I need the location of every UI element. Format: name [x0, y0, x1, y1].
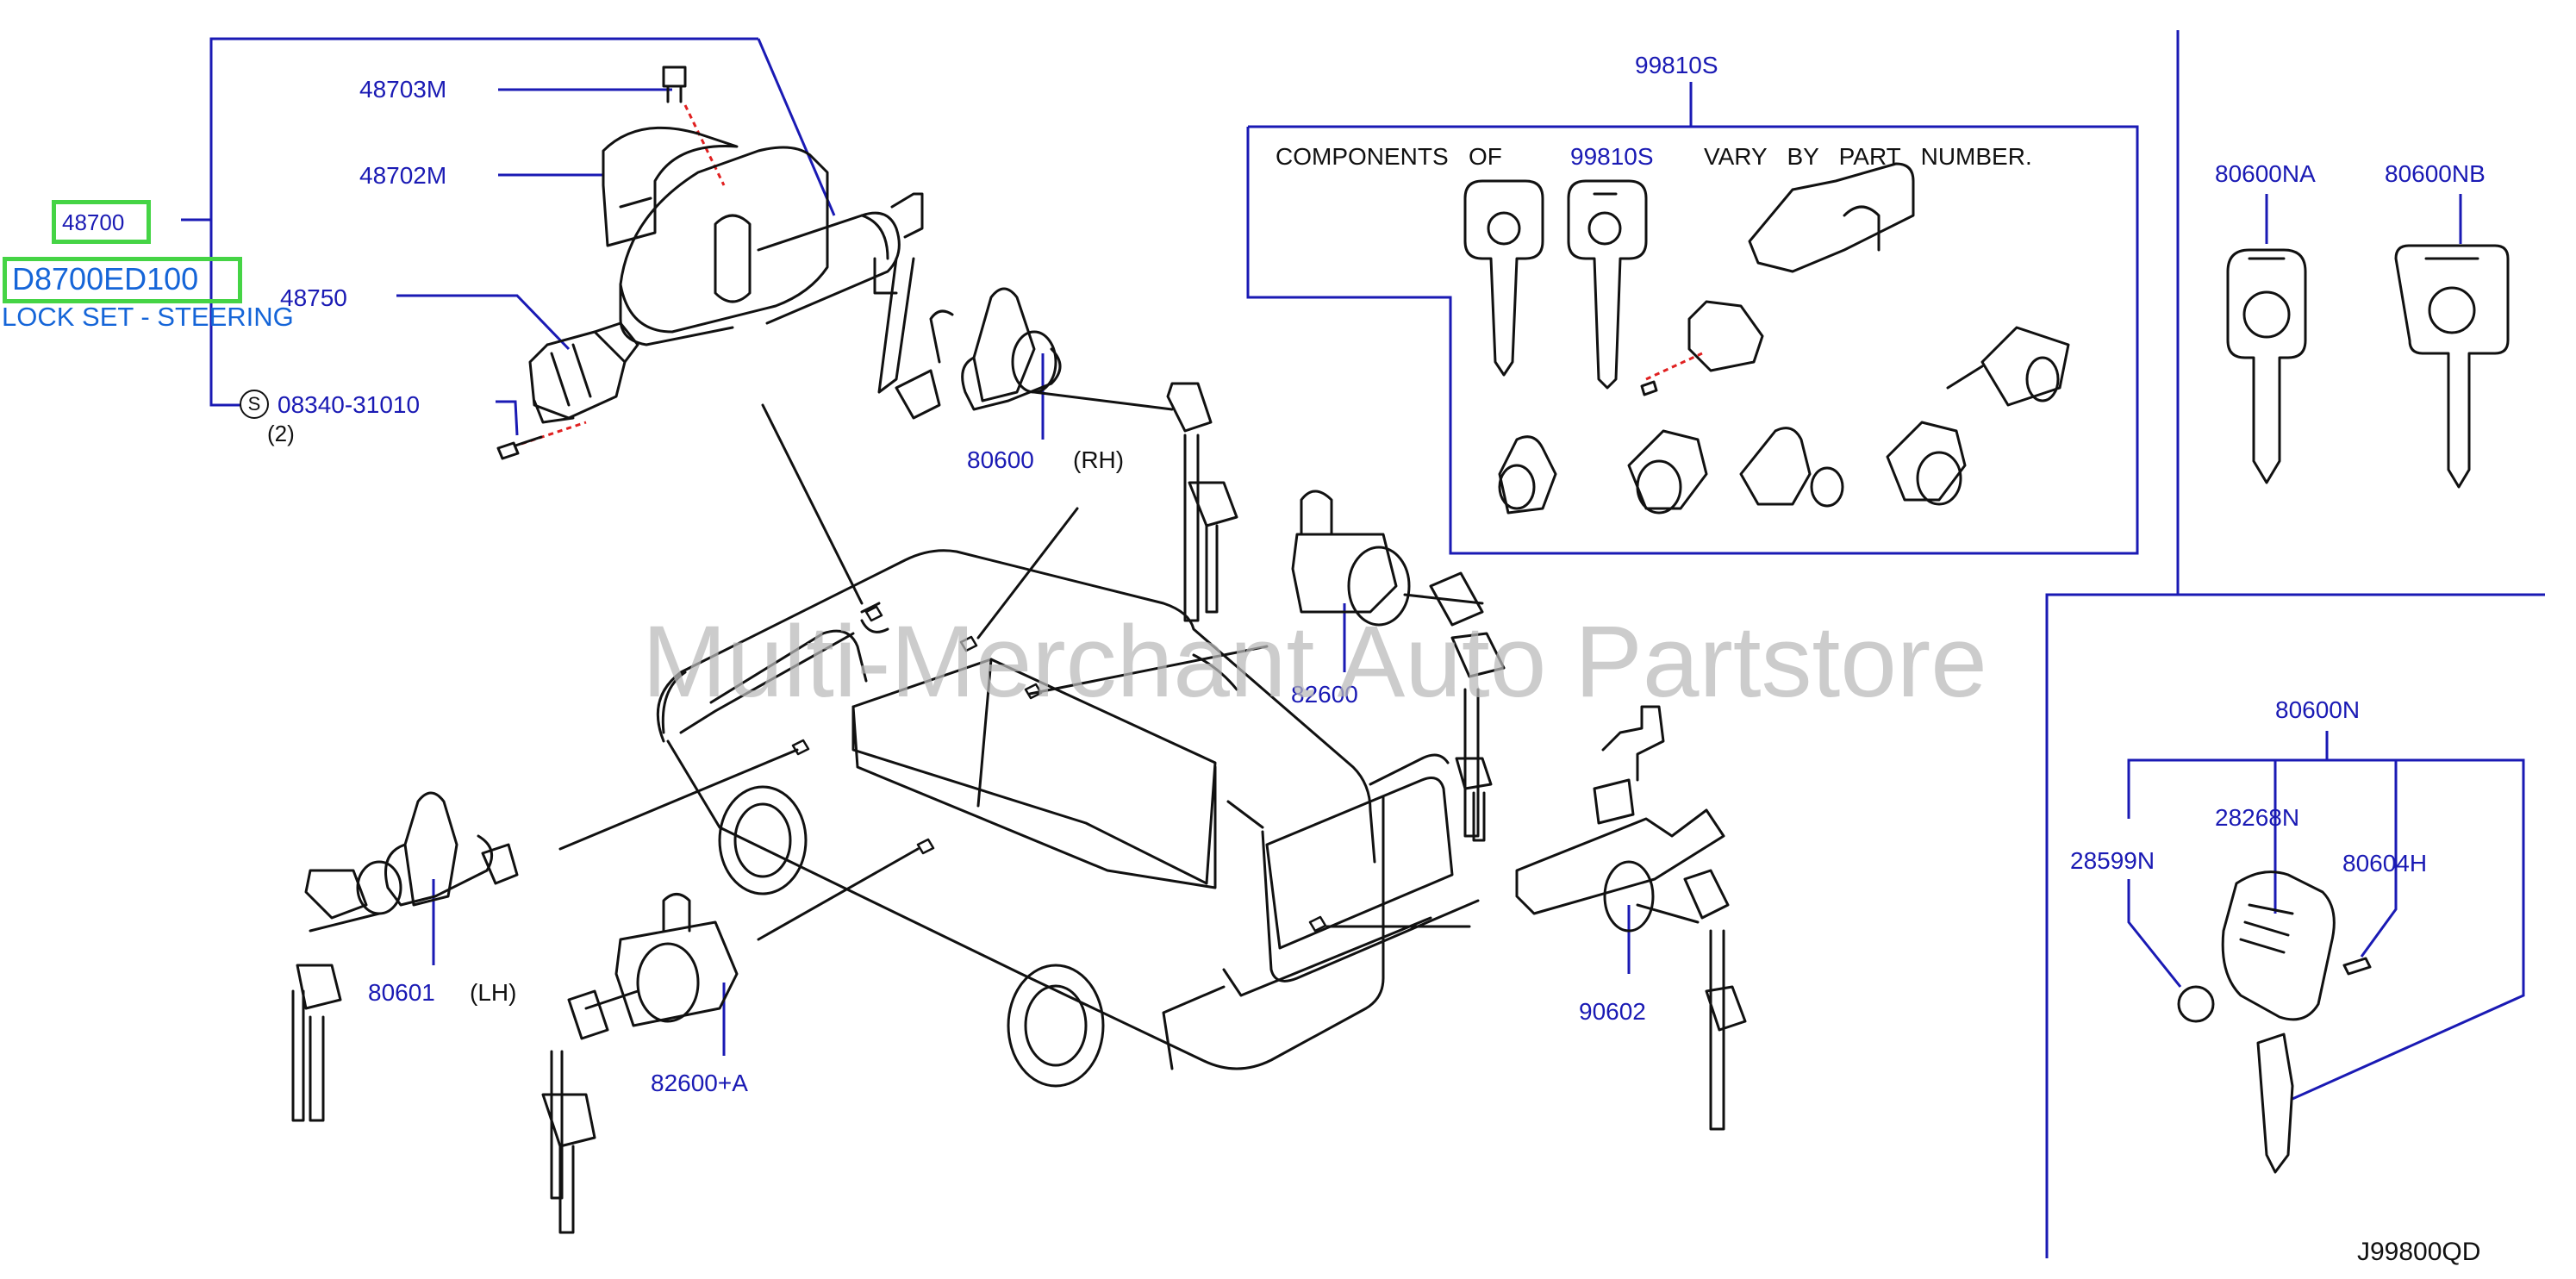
- box-99810S: [1246, 125, 2139, 555]
- callout-82600[interactable]: 82600: [1291, 681, 1358, 708]
- components-note-prefix: COMPONENTS OF: [1276, 143, 1502, 170]
- callout-48702M[interactable]: 48702M: [359, 162, 447, 189]
- door-lock-rh: [895, 287, 1238, 622]
- components-note-suffix: VARY BY PART NUMBER.: [1704, 143, 2032, 170]
- leader-08340: [496, 400, 519, 436]
- leader-80604H: [2360, 760, 2398, 958]
- selected-sku[interactable]: D8700ED100: [12, 261, 199, 296]
- standard-part-mark: S: [240, 390, 269, 419]
- callout-82600a[interactable]: 82600+A: [651, 1070, 748, 1096]
- kit-99810S: [1463, 162, 2070, 515]
- leader-lines: [181, 30, 2545, 1258]
- screw-08340: [496, 435, 543, 460]
- watermark: Multi-Merchant Auto Partstore: [642, 605, 1987, 719]
- callout-28599N[interactable]: 28599N: [2070, 847, 2155, 874]
- red-dashes: [521, 104, 1703, 446]
- callout-80600NB[interactable]: 80600NB: [2385, 160, 2486, 187]
- leader-48700-top: [757, 38, 836, 216]
- ignition-switch: [528, 321, 639, 424]
- callout-28268N[interactable]: 28268N: [2215, 804, 2300, 831]
- panel-80600N: [2045, 593, 2545, 1258]
- callout-80601[interactable]: 80601: [368, 979, 435, 1006]
- callout-48750[interactable]: 48750: [280, 284, 347, 311]
- door-lock-lh: [291, 791, 519, 1122]
- callout-08340-31010[interactable]: 08340-31010: [278, 391, 421, 418]
- line-art: [291, 66, 2510, 1234]
- leader-48750: [396, 294, 571, 351]
- leader-28599N: [2127, 879, 2182, 988]
- bracket-80600N: [2127, 758, 2525, 1101]
- door-lock-82600: [1291, 490, 1506, 842]
- callout-90602[interactable]: 90602: [1579, 998, 1646, 1025]
- van-lock-points: [791, 605, 1327, 933]
- remote-key: [2177, 870, 2372, 1174]
- callout-80600NA[interactable]: 80600NA: [2215, 160, 2316, 187]
- steering-lock: [602, 66, 924, 394]
- highlight-48700: [52, 200, 151, 244]
- selected-description: LOCK SET - STEERING: [2, 302, 294, 332]
- callout-48703M[interactable]: 48703M: [359, 76, 447, 103]
- van-body: [656, 549, 1480, 1088]
- bracket-48700: [209, 37, 758, 407]
- callout-80604H[interactable]: 80604H: [2342, 850, 2428, 877]
- components-note-part[interactable]: 99810S: [1570, 143, 1654, 170]
- diagram-code: J99800QD: [2357, 1238, 2481, 1266]
- highlight-sku: [3, 257, 242, 303]
- label-lh: (LH): [470, 979, 517, 1006]
- blank-keys: [2226, 244, 2510, 489]
- qty-08340: (2): [267, 421, 295, 446]
- arrows: [558, 403, 1471, 941]
- callout-99810S[interactable]: 99810S: [1635, 52, 1718, 78]
- door-lock-82600a: [541, 893, 739, 1234]
- callout-48700[interactable]: 48700: [62, 209, 125, 235]
- label-rh: (RH): [1073, 446, 1125, 473]
- back-door-lock: [1515, 705, 1747, 1131]
- callout-80600[interactable]: 80600: [967, 446, 1034, 473]
- callout-80600N[interactable]: 80600N: [2275, 696, 2361, 723]
